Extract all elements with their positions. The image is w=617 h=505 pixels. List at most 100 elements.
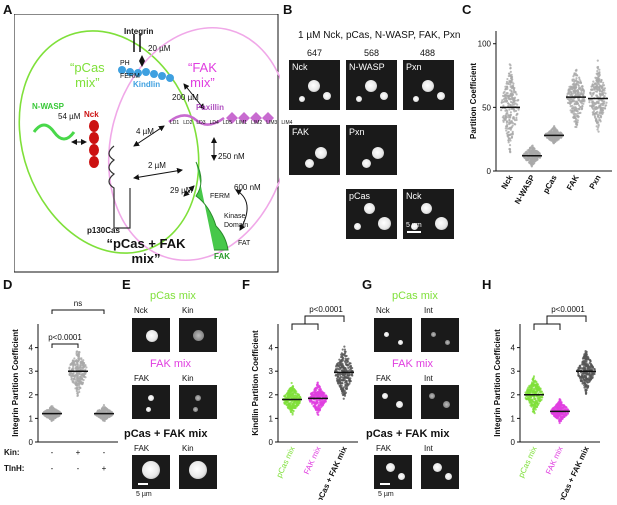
kd-2uM: 2 µM xyxy=(148,161,166,170)
b-tile-fak: FAK xyxy=(289,125,340,175)
e-tile-4 xyxy=(179,385,217,419)
d-cond-kin: + xyxy=(76,448,81,457)
kd-200uM: 200 µM xyxy=(172,93,199,102)
panel-label-g: G xyxy=(362,277,373,292)
d-row-tlnh: TlnH: xyxy=(4,464,24,473)
y-axis-label: Integrin Partition Coefficient xyxy=(493,329,502,437)
panel-label-h: H xyxy=(482,277,492,292)
integrin-shape xyxy=(133,34,141,52)
e-tile-6 xyxy=(179,455,217,489)
d-cond-tlnh: - xyxy=(51,464,54,473)
g-tile-2 xyxy=(421,318,459,352)
fak-shape xyxy=(195,161,229,251)
e-label-fak-2: FAK xyxy=(134,444,150,453)
p130cas-label: p130Cas xyxy=(87,226,120,235)
d-cond-kin: - xyxy=(51,448,54,457)
g-fak-mix: FAK mix xyxy=(392,358,433,370)
y-axis-label: Kindlin Partition Coefficient xyxy=(251,330,260,436)
schematic-frame xyxy=(14,14,279,273)
kd-20uM: 20 µM xyxy=(148,44,171,53)
y-tick-label: 0 xyxy=(269,438,274,447)
b-tile-pcas: pCas xyxy=(346,189,397,239)
f-category-label: FAK mix xyxy=(302,445,323,476)
kd-54uM: 54 µM xyxy=(58,112,81,121)
f-bracket xyxy=(291,315,345,330)
f-series-0 xyxy=(282,381,302,416)
e-label-kin-3: Kin xyxy=(182,444,194,453)
b-tile-pxn-2: Pxn xyxy=(346,125,397,175)
g-label-nck: Nck xyxy=(376,306,390,315)
kindlin-label: Kindlin xyxy=(133,80,161,89)
integrin-label: Integrin xyxy=(124,27,154,36)
d-cond-tlnh: - xyxy=(77,464,80,473)
ph-domain-label: PH xyxy=(120,60,130,67)
y-tick-label: 4 xyxy=(29,344,34,353)
kinase-label: Kinase xyxy=(224,213,246,220)
d-bracket-1 xyxy=(51,343,79,348)
h-category-label: FAK mix xyxy=(544,445,565,476)
d-row-kin: Kin: xyxy=(4,448,20,457)
fak-ferm-label: FERM xyxy=(210,193,230,200)
fak-label: FAK xyxy=(214,252,230,261)
y-tick-label: 1 xyxy=(29,414,34,423)
y-axis-label: Partition Coefficient xyxy=(469,63,478,139)
c-series-4 xyxy=(588,59,608,133)
e-label-kin: Kin xyxy=(182,306,194,315)
panel-b-title: 1 µM Nck, pCas, N-WASP, FAK, Pxn xyxy=(298,30,461,41)
d-cond-tlnh: + xyxy=(102,464,107,473)
fat-label: FAT xyxy=(238,240,251,247)
y-tick-label: 4 xyxy=(269,344,274,353)
y-tick-label: 0 xyxy=(29,438,34,447)
y-tick-label: 2 xyxy=(29,391,34,400)
panel-label-e: E xyxy=(122,277,131,292)
y-tick-label: 3 xyxy=(29,367,34,376)
e-label-nck: Nck xyxy=(134,306,148,315)
chart-d: 0 1 2 3 4 Integrin Partition Coefficient - - + - -… xyxy=(4,299,118,473)
e-label-kin-2: Kin xyxy=(182,374,194,383)
panel-label-a: A xyxy=(3,2,13,17)
e-pcas-mix: pCas mix xyxy=(150,290,196,302)
paxillin-label: Paxillin xyxy=(196,103,225,112)
h-category-label: pCas mix xyxy=(517,445,539,479)
b-tile-pxn: Pxn xyxy=(403,60,454,110)
y-tick-label: 50 xyxy=(482,103,491,112)
channel-568: 568 xyxy=(364,48,380,58)
kd-250nM: 250 nM xyxy=(218,152,245,161)
h-bracket xyxy=(533,315,587,330)
kd-600nM: 600 nM xyxy=(234,183,261,192)
paxillin-lim-domains xyxy=(226,112,274,124)
c-category-label: FAK xyxy=(565,173,581,192)
panel-label-b: B xyxy=(283,2,293,17)
g-label-int-3: Int xyxy=(424,444,433,453)
g-label-int: Int xyxy=(424,306,433,315)
y-tick-label: 0 xyxy=(511,438,516,447)
g-tile-3 xyxy=(374,385,412,419)
e-tile-2 xyxy=(179,318,217,352)
nwasp-label: N-WASP xyxy=(32,102,64,111)
y-axis-label: Integrin Partition Coefficient xyxy=(11,329,20,437)
d-pvalue: p<0.0001 xyxy=(48,333,82,342)
e-tile-5 xyxy=(132,455,170,489)
d-bracket-2 xyxy=(51,309,105,314)
c-series-3 xyxy=(565,68,586,129)
channel-647: 647 xyxy=(307,48,323,58)
g-scale-label: 5 µm xyxy=(378,491,394,498)
y-tick-label: 0 xyxy=(487,167,492,176)
c-category-label: Pxn xyxy=(588,173,603,190)
d-ns: ns xyxy=(74,299,82,308)
d-cond-kin: - xyxy=(103,448,106,457)
p130cas-shape xyxy=(108,145,131,229)
kd-4uM: 4 µM xyxy=(136,127,154,136)
panel-label-c: C xyxy=(462,2,472,17)
kd-29uM: 29 µM xyxy=(170,186,193,195)
b-tile-nwasp: N-WASP xyxy=(346,60,397,110)
f-category-label: pCas mix xyxy=(275,445,297,479)
nwasp-shape xyxy=(32,123,76,141)
